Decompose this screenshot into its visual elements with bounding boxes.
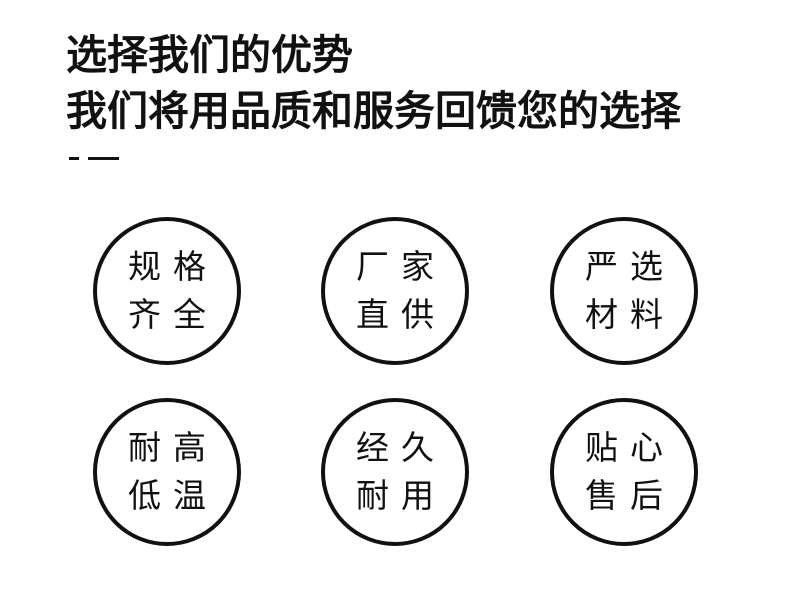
advantage-label-line1: 贴心 — [585, 428, 675, 467]
advantage-label-line1: 耐高 — [128, 428, 218, 467]
advantage-label-line2: 低温 — [128, 476, 218, 515]
advantage-label-line1: 厂家 — [356, 247, 446, 286]
divider-dash-short — [69, 157, 79, 160]
advantage-badge-materials: 严选 材料 — [550, 217, 698, 365]
advantage-label-line1: 严选 — [585, 247, 675, 286]
advantage-badge-durable: 经久 耐用 — [321, 398, 469, 546]
advantage-badge-temperature: 耐高 低温 — [93, 398, 241, 546]
advantage-label-line2: 齐全 — [128, 295, 218, 334]
page-title: 选择我们的优势 — [66, 31, 353, 79]
page-subtitle: 我们将用品质和服务回馈您的选择 — [66, 87, 681, 135]
advantage-label-line1: 规格 — [128, 247, 218, 286]
advantage-label-line1: 经久 — [356, 428, 446, 467]
advantage-label-line2: 材料 — [585, 295, 675, 334]
advantage-badge-after-sales: 贴心 售后 — [550, 398, 698, 546]
advantage-label-line2: 直供 — [356, 295, 446, 334]
advantage-label-line2: 售后 — [585, 476, 675, 515]
advantage-badge-specs: 规格 齐全 — [93, 217, 241, 365]
advantage-badge-factory-direct: 厂家 直供 — [321, 217, 469, 365]
advantage-label-line2: 耐用 — [356, 476, 446, 515]
divider-dash-long — [88, 157, 119, 160]
